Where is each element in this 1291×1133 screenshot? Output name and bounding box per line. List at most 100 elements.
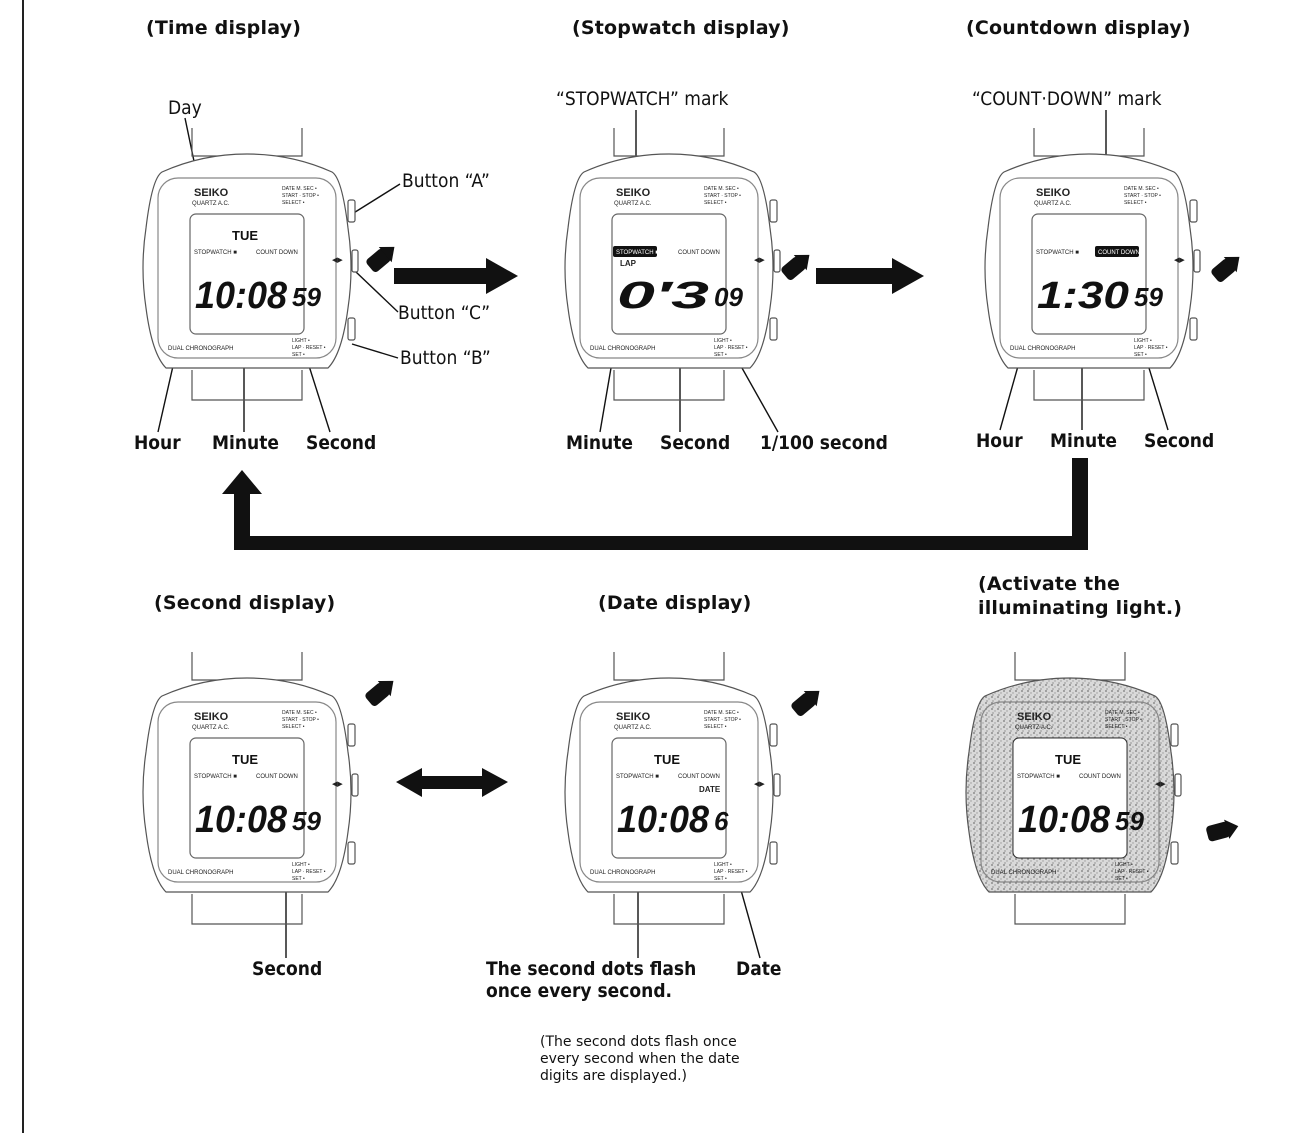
svg-text:LAP · RESET •: LAP · RESET • (714, 869, 748, 875)
svg-text:DATE M. SEC •: DATE M. SEC • (1105, 710, 1140, 716)
label-dots-line1: The second dots flash (486, 958, 697, 980)
watch-countdown-display: SEIKO QUARTZ A.C. DATE M. SEC • START · … (974, 118, 1204, 413)
svg-text:DATE M. SEC •: DATE M. SEC • (704, 186, 739, 192)
label-button-a: Button “A” (402, 170, 490, 192)
time-small-digits: 59 (292, 282, 321, 312)
svg-text:COUNT DOWN: COUNT DOWN (678, 774, 720, 780)
label-minute-countdown: Minute (1050, 430, 1118, 452)
title-second-display: (Second display) (154, 592, 336, 614)
svg-text:TUE: TUE (654, 752, 680, 767)
note-block: (The second dots flash once every second… (540, 1034, 780, 1085)
stopwatch-small-digits: 09 (714, 282, 743, 312)
title-light-line1: (Activate the (978, 573, 1121, 595)
svg-text:DUAL CHRONOGRAPH: DUAL CHRONOGRAPH (991, 870, 1056, 876)
svg-text:LIGHT •: LIGHT • (1115, 862, 1133, 868)
svg-text:TUE: TUE (232, 228, 258, 243)
time-main-digits: 10:08 (195, 275, 288, 317)
svg-text:SET •: SET • (292, 352, 305, 358)
svg-text:LAP · RESET •: LAP · RESET • (292, 869, 326, 875)
press-icon-time-c (366, 246, 395, 272)
svg-text:QUARTZ A.C.: QUARTZ A.C. (614, 201, 652, 207)
countdown-main-digits: 1:30 (1037, 275, 1129, 317)
svg-text:START · STOP •: START · STOP • (704, 717, 741, 723)
date-small-digits: 6 (714, 806, 729, 836)
svg-text:QUARTZ A.C.: QUARTZ A.C. (1015, 725, 1053, 731)
stopwatch-watch-illustration: SEIKO QUARTZ A.C. DATE M. SEC • START · … (564, 128, 781, 401)
watch-date-display: SEIKO QUARTZ A.C. DATE M. SEC • START · … (554, 642, 784, 937)
label-dots-line2: once every second. (486, 980, 673, 1002)
title-stopwatch-display: (Stopwatch display) (572, 17, 790, 39)
svg-text:DATE M. SEC •: DATE M. SEC • (704, 710, 739, 716)
svg-text:QUARTZ A.C.: QUARTZ A.C. (614, 725, 652, 731)
label-second-stopwatch: Second (660, 432, 731, 454)
svg-text:DATE M. SEC •: DATE M. SEC • (282, 186, 317, 192)
svg-text:STOPWATCH ■: STOPWATCH ■ (1017, 774, 1060, 780)
light-small-digits: 59 (1115, 806, 1144, 836)
title-time-display: (Time display) (146, 17, 302, 39)
svg-text:DATE: DATE (699, 785, 721, 794)
label-second-time: Second (306, 432, 377, 454)
watch-time-display: SEIKO QUARTZ A.C. DATE M. SEC • START · … (132, 118, 362, 413)
svg-text:START · STOP •: START · STOP • (1124, 193, 1161, 199)
svg-text:SEIKO: SEIKO (616, 187, 651, 199)
svg-text:LIGHT •: LIGHT • (714, 862, 732, 868)
label-stopwatch-mark: “STOPWATCH” mark (556, 88, 729, 110)
svg-text:STOPWATCH ■: STOPWATCH ■ (616, 774, 659, 780)
note-line2: every second when the date (540, 1051, 740, 1067)
left-margin-rule (22, 0, 24, 1133)
svg-text:SEIKO: SEIKO (1017, 711, 1052, 723)
svg-text:SET •: SET • (714, 352, 727, 358)
flow-arrow-stopwatch-to-countdown (816, 258, 924, 294)
note-line1: (The second dots flash once (540, 1034, 737, 1050)
svg-text:DUAL CHRONOGRAPH: DUAL CHRONOGRAPH (590, 346, 655, 352)
svg-text:SEIKO: SEIKO (616, 711, 651, 723)
label-hour-countdown: Hour (976, 430, 1023, 452)
svg-text:COUNT DOWN: COUNT DOWN (1079, 774, 1121, 780)
svg-text:LIGHT •: LIGHT • (1134, 338, 1152, 344)
svg-text:START · STOP •: START · STOP • (282, 193, 319, 199)
time-watch-illustration: SEIKO QUARTZ A.C. DATE M. SEC • START · … (142, 128, 359, 401)
label-second-countdown: Second (1144, 430, 1215, 452)
svg-text:COUNT DOWN: COUNT DOWN (256, 250, 298, 256)
svg-text:QUARTZ A.C.: QUARTZ A.C. (192, 201, 230, 207)
second-small-digits: 59 (292, 806, 321, 836)
svg-text:START · STOP •: START · STOP • (704, 193, 741, 199)
label-hour-time: Hour (134, 432, 181, 454)
svg-text:COUNT DOWN: COUNT DOWN (256, 774, 298, 780)
svg-text:DUAL CHRONOGRAPH: DUAL CHRONOGRAPH (590, 870, 655, 876)
svg-text:SET •: SET • (1134, 352, 1147, 358)
label-button-c: Button “C” (398, 302, 491, 324)
svg-text:STOPWATCH ■: STOPWATCH ■ (194, 774, 237, 780)
svg-text:SELECT •: SELECT • (1105, 724, 1128, 730)
svg-text:START · STOP •: START · STOP • (1105, 717, 1142, 723)
label-hundredth-second: 1/100 second (760, 432, 888, 454)
svg-text:◀▶: ◀▶ (1155, 781, 1166, 788)
title-date-display: (Date display) (598, 592, 752, 614)
svg-text:DATE M. SEC •: DATE M. SEC • (1124, 186, 1159, 192)
watch-light-display: SEIKO QUARTZ A.C. DATE M. SEC • START · … (955, 642, 1185, 937)
label-countdown-mark: “COUNT·DOWN” mark (972, 88, 1162, 110)
svg-text:TUE: TUE (232, 752, 258, 767)
svg-text:LIGHT •: LIGHT • (292, 862, 310, 868)
label-minute-stopwatch: Minute (566, 432, 634, 454)
svg-text:◀▶: ◀▶ (754, 257, 765, 264)
second-watch-illustration: SEIKO QUARTZ A.C. DATE M. SEC • START · … (142, 652, 359, 925)
press-icon-date-a (791, 690, 820, 716)
label-button-b: Button “B” (400, 347, 491, 369)
date-main-digits: 10:08 (617, 799, 710, 841)
svg-text:LIGHT •: LIGHT • (714, 338, 732, 344)
svg-text:TUE: TUE (1055, 752, 1081, 767)
press-icon-stopwatch-c (781, 254, 810, 280)
note-line3: digits are displayed.) (540, 1068, 687, 1084)
svg-text:DUAL CHRONOGRAPH: DUAL CHRONOGRAPH (168, 870, 233, 876)
label-day: Day (168, 97, 202, 119)
return-arrow-countdown-to-time (222, 458, 1088, 550)
svg-text:LAP · RESET •: LAP · RESET • (1134, 345, 1168, 351)
svg-text:STOPWATCH ■: STOPWATCH ■ (194, 250, 237, 256)
double-arrow-second-date (396, 768, 508, 797)
press-icons (365, 246, 1240, 842)
svg-text:COUNT DOWN: COUNT DOWN (678, 250, 720, 256)
svg-text:LAP · RESET •: LAP · RESET • (714, 345, 748, 351)
svg-text:SET •: SET • (292, 876, 305, 882)
svg-text:QUARTZ A.C.: QUARTZ A.C. (1034, 201, 1072, 207)
